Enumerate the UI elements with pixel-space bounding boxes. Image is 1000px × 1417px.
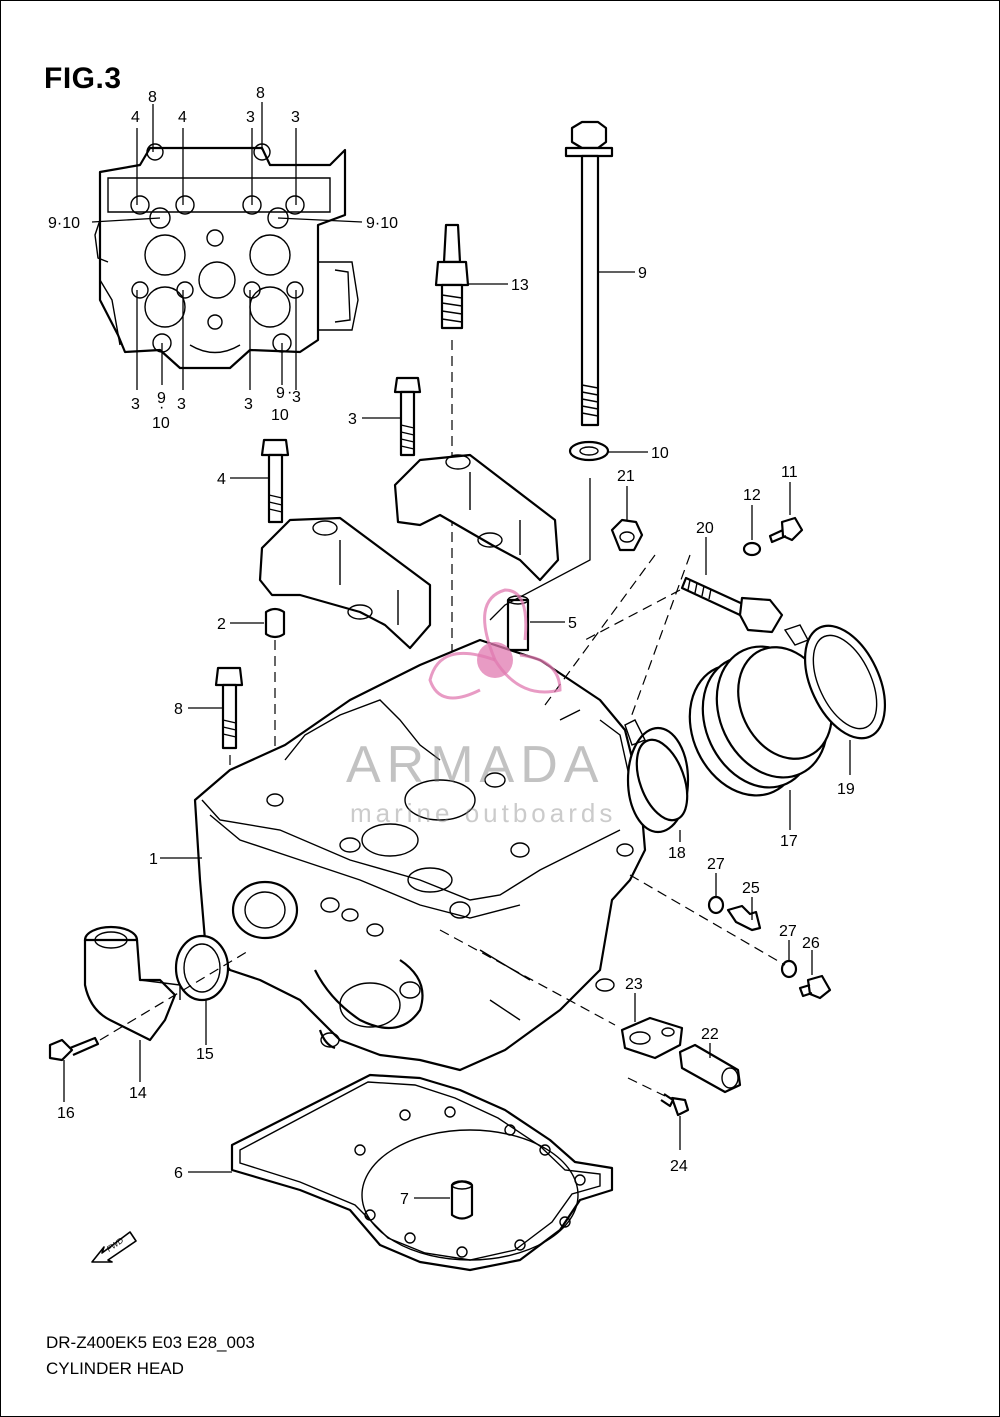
inset-label-dot-a: · (159, 399, 164, 416)
washer-27b-part (780, 940, 798, 979)
inset-label-3e: 3 (244, 396, 253, 413)
callout-20: 20 (696, 520, 714, 537)
camshaft-holder-right (393, 453, 560, 582)
o-ring-part (174, 934, 230, 1045)
inset-label-8b: 8 (256, 85, 265, 102)
callout-7: 7 (400, 1191, 409, 1208)
inset-label-4a: 4 (131, 109, 140, 126)
inset-label-4b: 4 (178, 109, 187, 126)
watermark-logo (428, 588, 562, 700)
callout-10: 10 (651, 445, 669, 462)
inset-label-3f: 3 (292, 389, 301, 406)
section-name: CYLINDER HEAD (46, 1359, 184, 1378)
callout-25: 25 (742, 880, 760, 897)
callout-11: 11 (781, 464, 798, 481)
callout-3: 3 (348, 411, 357, 428)
callout-18: 18 (668, 845, 686, 862)
callout-27a: 27 (707, 856, 725, 873)
callout-4: 4 (217, 471, 226, 488)
callout-24: 24 (670, 1158, 688, 1175)
figure-title: FIG.3 (44, 62, 122, 95)
callout-17: 17 (780, 833, 798, 850)
washer-12-part (742, 505, 762, 557)
watermark-tagline: marine outboards (350, 798, 617, 828)
camshaft-holder-left (258, 516, 432, 650)
inset-label-9-10-right: 9·10 (366, 215, 398, 232)
bolt-11-part (584, 482, 804, 721)
callout-19: 19 (837, 781, 855, 798)
callout-1: 1 (149, 851, 158, 868)
bolt-26-part (629, 874, 832, 1000)
stud-bolt-20-part (680, 537, 784, 634)
callout-15: 15 (196, 1046, 214, 1063)
callout-27b: 27 (779, 923, 797, 940)
callout-23: 23 (625, 976, 643, 993)
inset-label-3b: 3 (291, 109, 300, 126)
callout-5: 5 (568, 615, 577, 632)
fitting-22-part (678, 1043, 742, 1094)
callout-16: 16 (57, 1105, 75, 1122)
model-code: DR-Z400EK5 E03 E28_003 (46, 1333, 255, 1352)
screw-24-part (627, 1077, 690, 1150)
callout-9: 9 (638, 265, 647, 282)
callout-8: 8 (174, 701, 183, 718)
callout-2: 2 (217, 616, 226, 633)
intake-pipe-part (624, 624, 887, 842)
dowel-7-part (414, 1180, 474, 1220)
fwd-arrow-icon: FWD (91, 1231, 137, 1263)
long-bolt-part (564, 120, 648, 462)
inset-label-10b: 10 (271, 407, 289, 424)
bolt-8-part (188, 666, 244, 780)
valve-part (506, 595, 565, 652)
callout-13: 13 (511, 277, 529, 294)
bolt-16-part (48, 949, 251, 1102)
inset-label-10a: 10 (152, 415, 170, 432)
inset-label-9b: 9 (276, 385, 285, 402)
callout-14: 14 (129, 1085, 147, 1102)
inset-label-9-10-left: 9·10 (48, 215, 80, 232)
bolt-4-part (230, 438, 290, 524)
plug-25-part (726, 897, 762, 932)
bolt-3-part (362, 376, 422, 457)
callout-26: 26 (802, 935, 820, 952)
cylinder-head-part (160, 638, 647, 1072)
nut-21-part (544, 486, 656, 706)
inset-label-dot-b: · (287, 384, 292, 401)
inset-label-8a: 8 (148, 89, 157, 106)
inset-label-3d: 3 (177, 396, 186, 413)
gasket-23-part (439, 929, 684, 1060)
head-top-view-inset (91, 102, 363, 390)
inset-label-3a: 3 (246, 109, 255, 126)
inset-label-3c: 3 (131, 396, 140, 413)
callout-22: 22 (701, 1026, 719, 1043)
callout-21: 21 (617, 468, 635, 485)
callout-12: 12 (743, 487, 761, 504)
washer-27a-part (707, 873, 725, 915)
callout-6: 6 (174, 1165, 183, 1182)
head-gasket-part (188, 1073, 614, 1272)
watermark-brand: ARMADA (346, 736, 605, 794)
water-outlet-part (83, 925, 181, 1082)
inset-label-9a: 9 (157, 390, 166, 407)
